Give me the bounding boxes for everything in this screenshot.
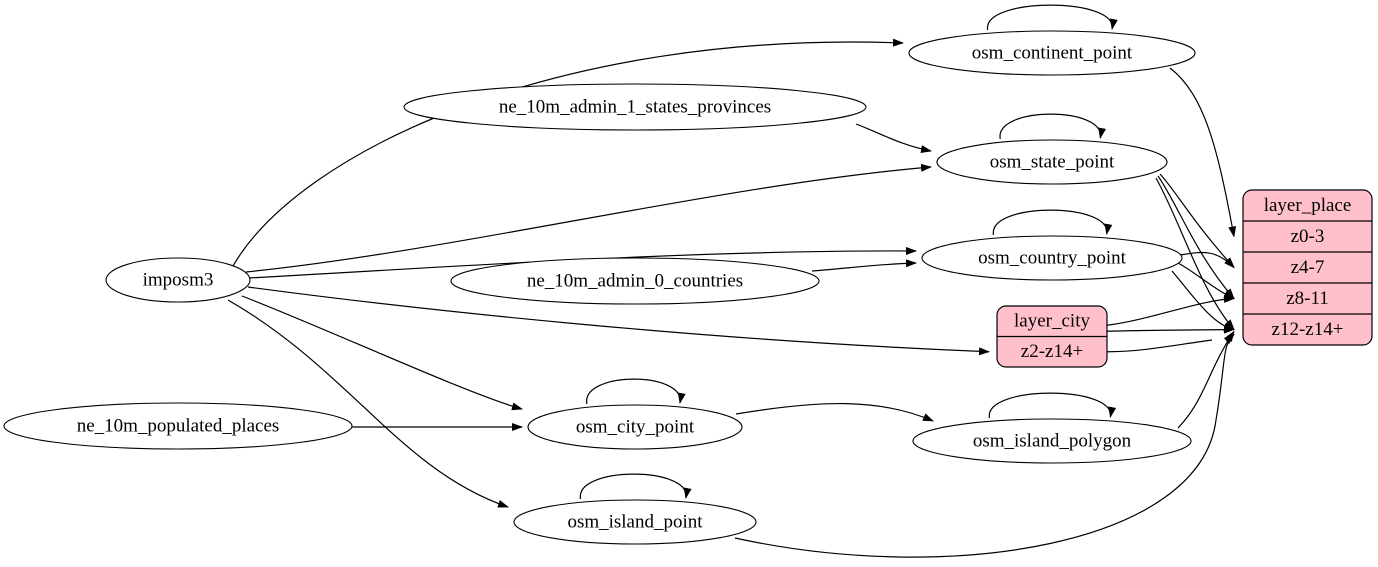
node-shape-osm_country_point bbox=[921, 235, 1183, 281]
edges-layer bbox=[227, 4, 1237, 558]
node-shape-ne_10m_admin_0_countries bbox=[450, 257, 820, 305]
edge-osm_continent_point-layer_place-z0-3 bbox=[1169, 67, 1237, 238]
record-row-layer_place-4[interactable]: z12-z14+ bbox=[1272, 319, 1344, 340]
edge-osm_state_point-layer_place-z4-7 bbox=[1159, 173, 1235, 269]
node-label-osm_continent_point: osm_continent_point bbox=[972, 42, 1133, 63]
node-osm_island_polygon[interactable]: osm_island_polygon bbox=[912, 418, 1192, 464]
edge-imposm3-layer_city bbox=[247, 286, 990, 356]
self-loop-edge-osm_island_polygon bbox=[988, 392, 1117, 419]
node-label-osm_city_point: osm_city_point bbox=[576, 416, 695, 437]
node-shape-osm_island_point bbox=[513, 499, 757, 545]
edge-imposm3-osm_city_point bbox=[241, 295, 523, 411]
self-loop-edge-osm_continent_point bbox=[987, 4, 1118, 31]
node-label-ne_10m_admin_0_countries: ne_10m_admin_0_countries bbox=[527, 270, 743, 291]
record-node-layer_city[interactable]: layer_city z2-z14+ bbox=[996, 305, 1108, 368]
self-loop-edge-osm_island_point bbox=[579, 473, 692, 500]
self-loop-edge-osm_state_point bbox=[999, 113, 1107, 140]
records-layer: layer_place z0-3 z4-7 z8-11 z12-z14+ layer_ci… bbox=[996, 189, 1373, 368]
edge-osm_city_point-osm_island_polygon bbox=[735, 402, 934, 422]
edge-osm_state_point-layer_place-z8-11 bbox=[1157, 175, 1235, 300]
edge-ne_10m_admin_1_states_provinces-osm_state_point bbox=[855, 123, 932, 154]
record-box-layer_place bbox=[1242, 189, 1373, 346]
edge-imposm3-osm_state_point bbox=[245, 163, 932, 273]
self-loop-edge-osm_country_point bbox=[992, 209, 1113, 236]
edge-osm_country_point-layer_place-z8-11 bbox=[1177, 262, 1235, 300]
edge-imposm3-osm_continent_point bbox=[232, 38, 904, 267]
node-osm_city_point[interactable]: osm_city_point bbox=[527, 404, 743, 450]
node-shape-ne_10m_admin_1_states_provinces bbox=[403, 83, 867, 131]
edge-osm_island_point-layer_place-z12-z14+ bbox=[734, 333, 1235, 558]
edge-ne_10m_admin_0_countries-osm_country_point bbox=[811, 259, 917, 272]
node-label-imposm3: imposm3 bbox=[143, 269, 214, 290]
node-label-ne_10m_populated_places: ne_10m_populated_places bbox=[77, 415, 280, 436]
edge-osm_island_polygon-layer_place-z12-z14+ bbox=[1177, 330, 1235, 429]
node-shape-ne_10m_populated_places bbox=[3, 402, 353, 450]
node-shape-osm_island_polygon bbox=[912, 418, 1192, 464]
node-imposm3[interactable]: imposm3 bbox=[105, 257, 251, 303]
edge-layer_city-layer_place-z8-11 bbox=[1106, 294, 1235, 326]
node-label-osm_island_point: osm_island_point bbox=[567, 511, 703, 532]
record-row-layer_place-2[interactable]: z4-7 bbox=[1291, 257, 1325, 278]
node-label-osm_island_polygon: osm_island_polygon bbox=[973, 430, 1132, 451]
node-ne_10m_admin_1_states_provinces[interactable]: ne_10m_admin_1_states_provinces bbox=[403, 83, 867, 131]
node-shape-osm_continent_point bbox=[908, 30, 1196, 76]
record-title-layer_place: layer_place bbox=[1264, 195, 1352, 216]
record-row-layer_place-3[interactable]: z8-11 bbox=[1286, 288, 1329, 309]
nodes-layer: imposm3 ne_10m_populated_places ne_10m_adm… bbox=[3, 30, 1196, 545]
node-shape-osm_city_point bbox=[527, 404, 743, 450]
node-shape-osm_state_point bbox=[936, 139, 1168, 185]
node-ne_10m_admin_0_countries[interactable]: ne_10m_admin_0_countries bbox=[450, 257, 820, 305]
node-label-osm_state_point: osm_state_point bbox=[990, 151, 1115, 172]
node-osm_continent_point[interactable]: osm_continent_point bbox=[908, 30, 1196, 76]
edge-layer_city-crossing bbox=[1106, 339, 1213, 353]
self-loop-edge-osm_city_point bbox=[586, 378, 686, 405]
record-row-layer_place-1[interactable]: z0-3 bbox=[1291, 226, 1325, 247]
node-label-ne_10m_admin_1_states_provinces: ne_10m_admin_1_states_provinces bbox=[499, 96, 771, 117]
edge-osm_state_point-layer_place-z12-z14+ bbox=[1155, 177, 1235, 331]
node-shape-imposm3 bbox=[105, 257, 251, 303]
record-node-layer_place[interactable]: layer_place z0-3 z4-7 z8-11 z12-z14+ bbox=[1242, 189, 1373, 346]
node-osm_island_point[interactable]: osm_island_point bbox=[513, 499, 757, 545]
edge-osm_country_point-layer_place-z4-7 bbox=[1179, 251, 1235, 269]
record-title-layer_city: layer_city bbox=[1014, 311, 1090, 332]
node-ne_10m_populated_places[interactable]: ne_10m_populated_places bbox=[3, 402, 353, 450]
node-osm_state_point[interactable]: osm_state_point bbox=[936, 139, 1168, 185]
edge-imposm3-osm_island_point bbox=[227, 299, 509, 508]
node-osm_country_point[interactable]: osm_country_point bbox=[921, 235, 1183, 281]
edge-layer_city-layer_place-z12-z14+ bbox=[1106, 325, 1235, 334]
node-label-osm_country_point: osm_country_point bbox=[978, 247, 1126, 268]
record-row-layer_city-1[interactable]: z2-z14+ bbox=[1021, 341, 1083, 362]
